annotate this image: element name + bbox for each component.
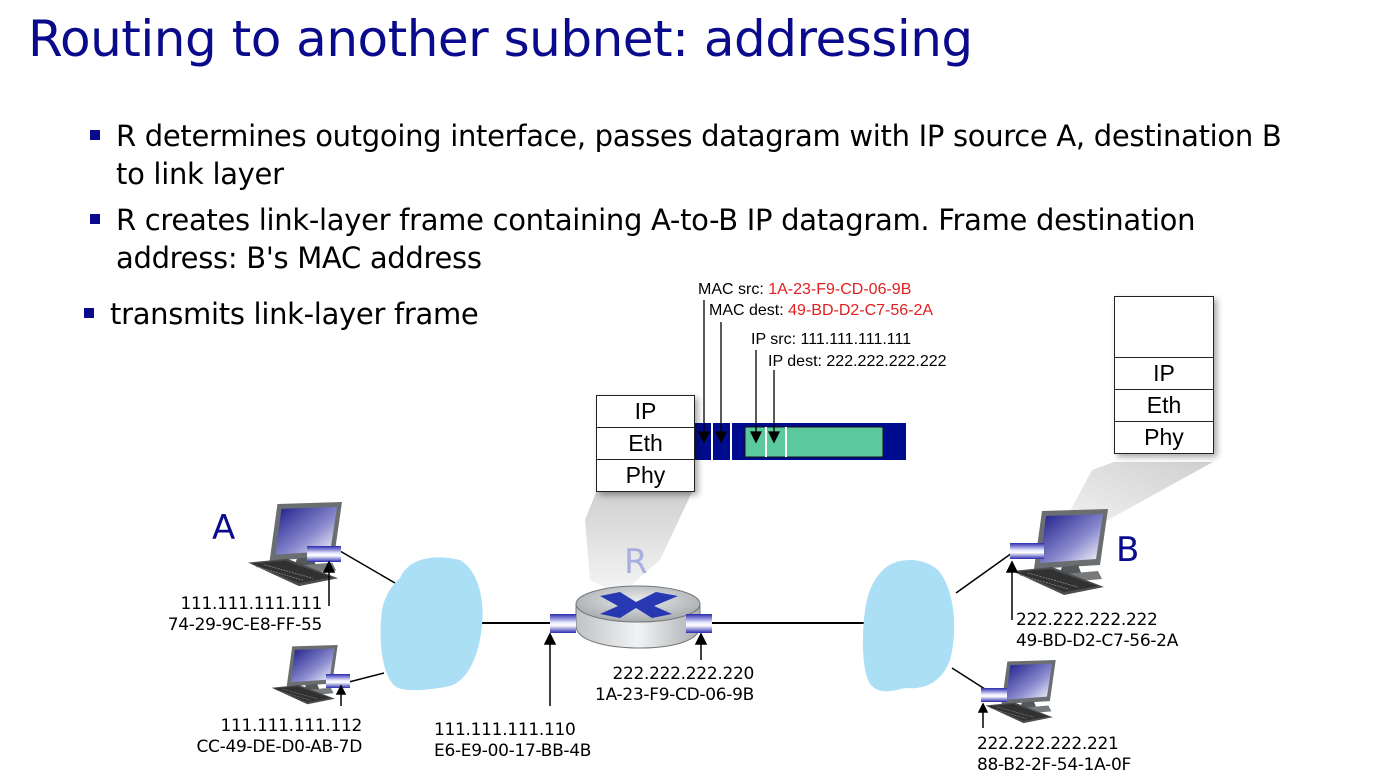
bullet-3-line1: transmits link-layer frame: [110, 297, 479, 331]
router-icon: [575, 585, 701, 649]
host-b-protocol-stack: IP Eth Phy: [1114, 296, 1214, 454]
router-stack-shadow: [585, 490, 693, 595]
host-a2-interface: [326, 674, 350, 688]
subnet-1-cloud: [380, 557, 483, 691]
router-left-address: 111.111.111.110 E6-E9-00-17-BB-4B: [434, 720, 591, 762]
frame-ip-src: IP src: 111.111.111.111: [751, 331, 912, 348]
host-b2-address: 222.222.222.221 88-B2-2F-54-1A-0F: [977, 734, 1131, 776]
bullet-3: transmits link-layer frame: [84, 295, 479, 333]
subnet-2-cloud: [862, 559, 955, 692]
stack-layer-eth: Eth: [597, 427, 694, 459]
bullet-marker: [90, 214, 100, 224]
router-right-mac: 1A-23-F9-CD-06-9B: [595, 685, 754, 705]
host-a2-address: 111.111.111.112 CC-49-DE-D0-AB-7D: [166, 716, 362, 758]
ip-datagram: [744, 426, 884, 458]
frame-ip-dest: IP dest: 222.222.222.222: [768, 353, 947, 370]
stack-layer-ip: IP: [634, 398, 657, 424]
stack-layer-ip: IP: [1115, 357, 1213, 389]
router-left-mac: E6-E9-00-17-BB-4B: [434, 741, 592, 761]
router-left-interface: [550, 614, 576, 633]
host-a-label: A: [212, 508, 236, 548]
bullet-2-line1: R creates link-layer frame containing A-…: [116, 203, 1196, 237]
frame-mac-dest: MAC dest: 49-BD-D2-C7-56-2A: [709, 301, 933, 320]
slide-title: Routing to another subnet: addressing: [28, 10, 973, 68]
bullet-1-line2: to link layer: [116, 157, 284, 191]
host-a-ip: 111.111.111.111: [180, 594, 322, 614]
mac-dest-value: 49-BD-D2-C7-56-2A: [788, 302, 934, 319]
host-b-label: B: [1116, 530, 1140, 570]
address-pointer-arrows: [322, 560, 1019, 728]
bullet-2-line2: address: B's MAC address: [116, 241, 482, 275]
host-a2-mac: CC-49-DE-D0-AB-7D: [196, 737, 362, 757]
host-a-computer-icon: [248, 502, 343, 587]
host-b2-ip: 222.222.222.221: [977, 734, 1119, 754]
router-right-ip: 222.222.222.220: [612, 664, 754, 684]
bullet-2: R creates link-layer frame containing A-…: [90, 201, 1394, 277]
host-a-address: 111.111.111.111 74-29-9C-E8-FF-55: [168, 594, 323, 636]
host-b-address: 222.222.222.222 49-BD-D2-C7-56-2A: [1016, 610, 1178, 652]
network-links: [339, 550, 1013, 692]
host-b-ip: 222.222.222.222: [1016, 610, 1158, 630]
stack-layer-eth: Eth: [1115, 389, 1213, 421]
host-a-mac: 74-29-9C-E8-FF-55: [167, 615, 323, 635]
router-protocol-stack: IP Eth Phy: [596, 395, 695, 492]
stack-layer-upper: [1115, 297, 1213, 357]
stack-layer-phy: Phy: [597, 459, 694, 491]
router-right-interface: [686, 614, 712, 633]
host-b2-mac: 88-B2-2F-54-1A-0F: [977, 755, 1131, 775]
frame-pointer-arrows: [697, 300, 781, 444]
bullet-marker: [84, 308, 94, 318]
host-a-interface: [307, 546, 341, 562]
router-label: R: [624, 542, 648, 582]
host-b-mac: 49-BD-D2-C7-56-2A: [1016, 631, 1179, 651]
host-b-interface: [1010, 543, 1044, 559]
bullet-1-line1: R determines outgoing interface, passes …: [116, 119, 1282, 153]
router-left-ip: 111.111.111.110: [434, 720, 576, 740]
mac-dest-label: MAC dest:: [709, 302, 789, 319]
stack-layer-phy: Phy: [1115, 421, 1213, 453]
bullet-marker: [90, 130, 100, 140]
host-b2-interface: [981, 688, 1007, 702]
mac-src-value: 1A-23-F9-CD-06-9B: [768, 281, 912, 298]
host-a2-ip: 111.111.111.112: [220, 716, 362, 736]
frame-mac-src: MAC src: 1A-23-F9-CD-06-9B: [698, 280, 911, 299]
mac-src-label: MAC src:: [698, 281, 769, 298]
router-right-address: 222.222.222.220 1A-23-F9-CD-06-9B: [578, 664, 754, 706]
bullet-1: R determines outgoing interface, passes …: [90, 117, 1394, 193]
